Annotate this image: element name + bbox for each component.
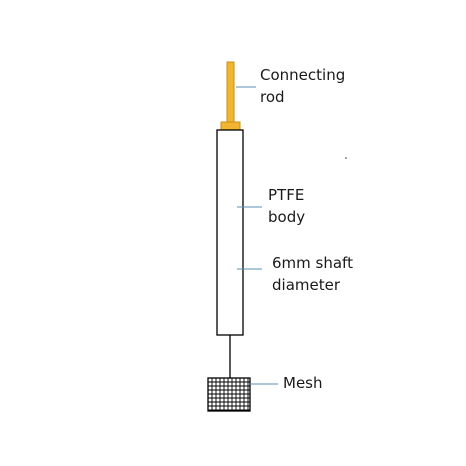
label-connecting-rod: Connecting rod — [260, 64, 345, 108]
label-ptfe-body: PTFE body — [268, 184, 305, 228]
label-ptfe-body-line2: body — [268, 208, 306, 226]
mesh-grid — [207, 377, 251, 412]
label-mesh-line1: Mesh — [283, 374, 323, 392]
label-ptfe-body-line1: PTFE — [268, 186, 305, 204]
ptfe-body — [216, 129, 244, 336]
label-shaft-diameter: 6mm shaft diameter — [272, 252, 353, 296]
mesh-outline — [207, 377, 251, 412]
label-shaft-diameter-line1: 6mm shaft — [272, 254, 353, 272]
label-shaft-diameter-line2: diameter — [272, 276, 340, 294]
label-connecting-rod-line1: Connecting — [260, 66, 346, 84]
label-connecting-rod-line2: rod — [260, 88, 285, 106]
label-mesh: Mesh — [283, 372, 323, 394]
stray-dot — [345, 157, 347, 159]
connecting-rod — [226, 61, 235, 124]
mesh-lines — [208, 378, 250, 411]
